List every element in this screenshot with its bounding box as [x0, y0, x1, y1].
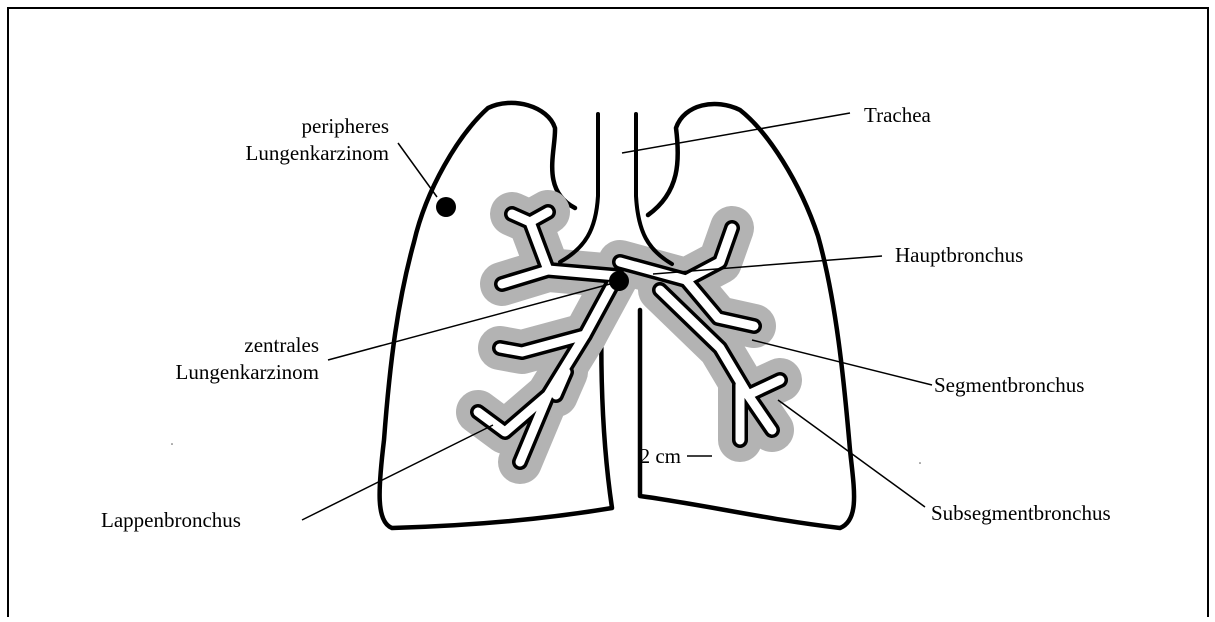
stray-dot-left [171, 443, 173, 445]
label-trachea: Trachea [864, 103, 932, 127]
label-lappenbronchus: Lappenbronchus [101, 508, 241, 532]
label-subsegmentbronchus: Subsegmentbronchus [931, 501, 1111, 525]
central-tumor [609, 271, 629, 291]
leader-subsegment [778, 400, 925, 507]
leader-peripheral [398, 143, 437, 197]
label-central-line1: zentrales [244, 333, 319, 357]
label-scale: 2 cm [640, 444, 681, 468]
stray-dot-right [919, 462, 921, 464]
peripheral-tumor [436, 197, 456, 217]
label-central-line2: Lungenkarzinom [176, 360, 319, 384]
label-peripheral-line2: Lungenkarzinom [246, 141, 389, 165]
leader-lappen [302, 425, 493, 520]
label-segmentbronchus: Segmentbronchus [934, 373, 1084, 397]
leader-trachea [622, 113, 850, 153]
label-peripheral-line1: peripheres [302, 114, 389, 138]
trachea-wall-right [560, 114, 598, 262]
label-hauptbronchus: Hauptbronchus [895, 243, 1023, 267]
trachea-wall-left [636, 114, 672, 264]
